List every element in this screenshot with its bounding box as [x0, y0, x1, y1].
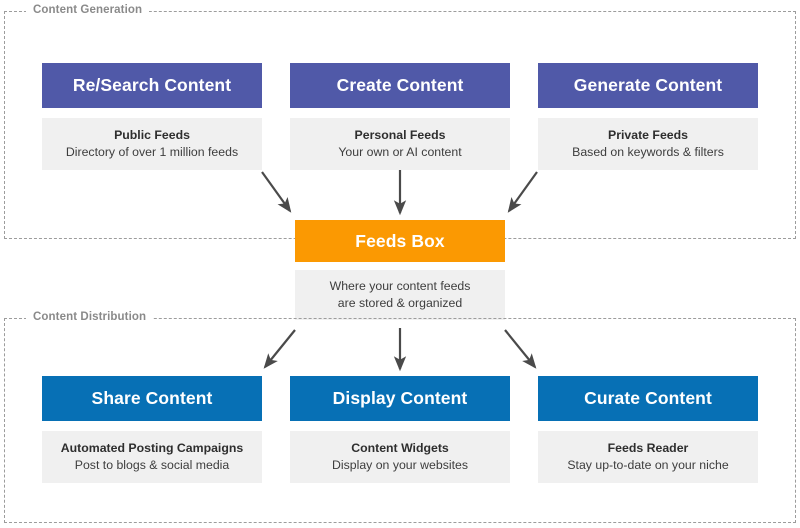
card-curate-content-header[interactable]: Curate Content [538, 376, 758, 421]
card-research-content-body-sub: Directory of over 1 million feeds [65, 145, 239, 159]
card-display-content-body: Content Widgets Display on your websites [290, 431, 510, 483]
card-share-content-body-title: Automated Posting Campaigns [60, 441, 244, 455]
card-share-content-header[interactable]: Share Content [42, 376, 262, 421]
card-feeds-box-body-line2: are stored & organized [337, 296, 463, 310]
card-share-content[interactable]: Share Content Automated Posting Campaign… [42, 376, 262, 483]
card-research-content-header[interactable]: Re/Search Content [42, 63, 262, 108]
group-label-content-distribution: Content Distribution [26, 311, 154, 324]
card-display-content-body-title: Content Widgets [351, 441, 449, 455]
card-research-content-body-title: Public Feeds [114, 128, 190, 142]
card-generate-content-header[interactable]: Generate Content [538, 63, 758, 108]
card-create-content[interactable]: Create Content Personal Feeds Your own o… [290, 63, 510, 170]
card-curate-content[interactable]: Curate Content Feeds Reader Stay up-to-d… [538, 376, 758, 483]
card-feeds-box-body-line1: Where your content feeds [329, 279, 471, 293]
group-label-content-generation: Content Generation [26, 4, 150, 17]
card-feeds-box[interactable]: Feeds Box Where your content feeds are s… [295, 220, 505, 320]
card-generate-content-body-sub: Based on keywords & filters [572, 145, 724, 159]
card-create-content-body-sub: Your own or AI content [338, 145, 462, 159]
card-generate-content-body-title: Private Feeds [608, 128, 688, 142]
card-feeds-box-body: Where your content feeds are stored & or… [295, 270, 505, 320]
card-feeds-box-header[interactable]: Feeds Box [295, 220, 505, 262]
card-research-content-body: Public Feeds Directory of over 1 million… [42, 118, 262, 170]
card-share-content-body-sub: Post to blogs & social media [74, 458, 230, 472]
card-curate-content-body: Feeds Reader Stay up-to-date on your nic… [538, 431, 758, 483]
card-display-content-body-sub: Display on your websites [331, 458, 468, 472]
card-display-content[interactable]: Display Content Content Widgets Display … [290, 376, 510, 483]
group-content-distribution [4, 318, 796, 523]
card-create-content-body-title: Personal Feeds [354, 128, 446, 142]
card-create-content-body: Personal Feeds Your own or AI content [290, 118, 510, 170]
card-create-content-header[interactable]: Create Content [290, 63, 510, 108]
card-generate-content-body: Private Feeds Based on keywords & filter… [538, 118, 758, 170]
card-display-content-header[interactable]: Display Content [290, 376, 510, 421]
card-research-content[interactable]: Re/Search Content Public Feeds Directory… [42, 63, 262, 170]
card-curate-content-body-sub: Stay up-to-date on your niche [567, 458, 729, 472]
card-curate-content-body-title: Feeds Reader [607, 441, 689, 455]
card-share-content-body: Automated Posting Campaigns Post to blog… [42, 431, 262, 483]
card-generate-content[interactable]: Generate Content Private Feeds Based on … [538, 63, 758, 170]
